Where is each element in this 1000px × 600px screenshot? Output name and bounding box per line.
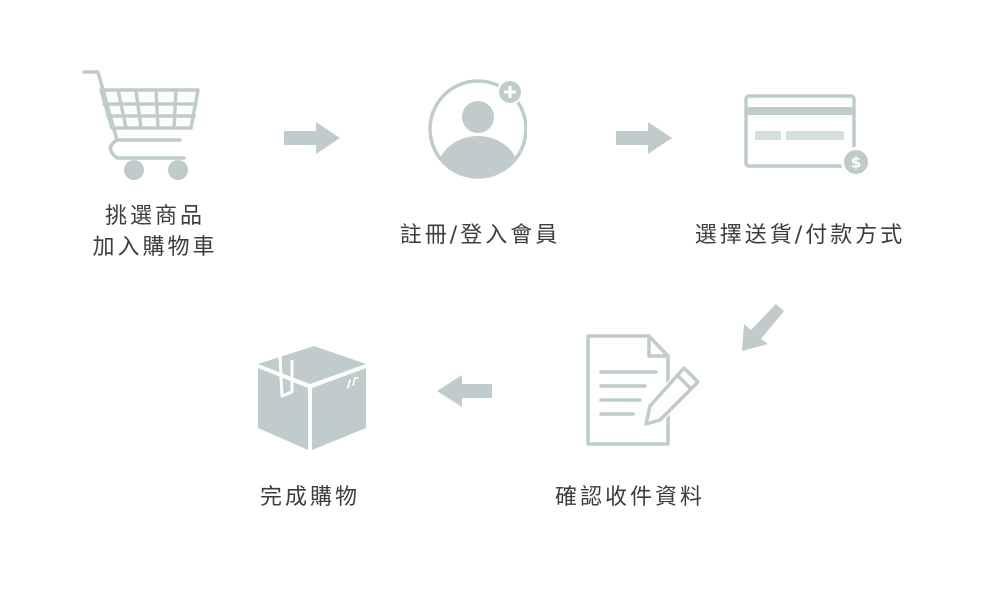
- arrow-down-left-icon: [742, 304, 784, 351]
- step-label-line: 確認收件資料: [554, 485, 705, 510]
- step-label-line: 選擇送貨/付款方式: [694, 223, 906, 248]
- svg-text:$: $: [851, 154, 861, 172]
- step-label-shipping-payment: 選擇送貨/付款方式: [665, 220, 935, 251]
- credit-card-icon: $: [744, 94, 871, 177]
- shopping-cart-icon: [82, 70, 200, 180]
- arrow-left-icon: [437, 375, 492, 407]
- step-label-line: 註冊/登入會員: [399, 223, 561, 248]
- step-label-line: 完成購物: [259, 485, 360, 510]
- step-label-confirm-recipient: 確認收件資料: [530, 482, 730, 513]
- step-label-line: 挑選商品: [104, 204, 205, 229]
- arrow-right-icon: [616, 122, 672, 154]
- step-label-complete-purchase: 完成購物: [240, 482, 380, 513]
- package-box-icon: [257, 346, 367, 450]
- arrow-right-icon: [284, 122, 340, 154]
- step-label-select-products: 挑選商品 加入購物車: [80, 201, 230, 263]
- add-user-icon: [428, 79, 527, 179]
- step-label-line: 加入購物車: [92, 235, 218, 260]
- step-label-register-login: 註冊/登入會員: [385, 220, 575, 251]
- document-edit-icon: [586, 334, 701, 446]
